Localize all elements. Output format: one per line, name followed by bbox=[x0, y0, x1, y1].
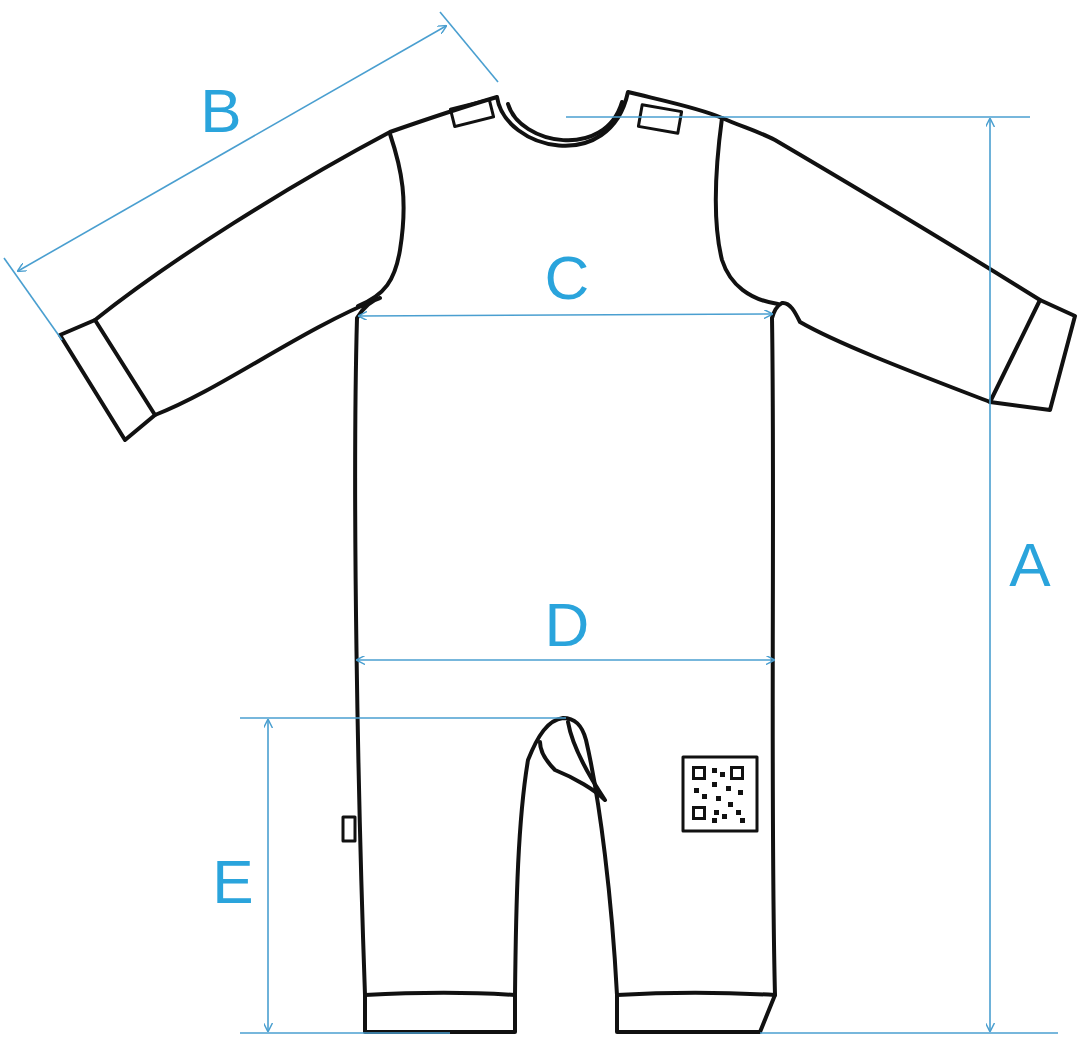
qr-code bbox=[692, 766, 745, 823]
dimension-letter: B bbox=[200, 80, 241, 142]
dimension-lines bbox=[4, 12, 1058, 1033]
dimension-letter: D bbox=[545, 594, 590, 656]
romper-outline bbox=[60, 92, 1075, 1032]
dimension-letter: A bbox=[1009, 534, 1050, 596]
dimension-letter: E bbox=[212, 851, 253, 913]
dimension-letter: C bbox=[545, 247, 590, 309]
